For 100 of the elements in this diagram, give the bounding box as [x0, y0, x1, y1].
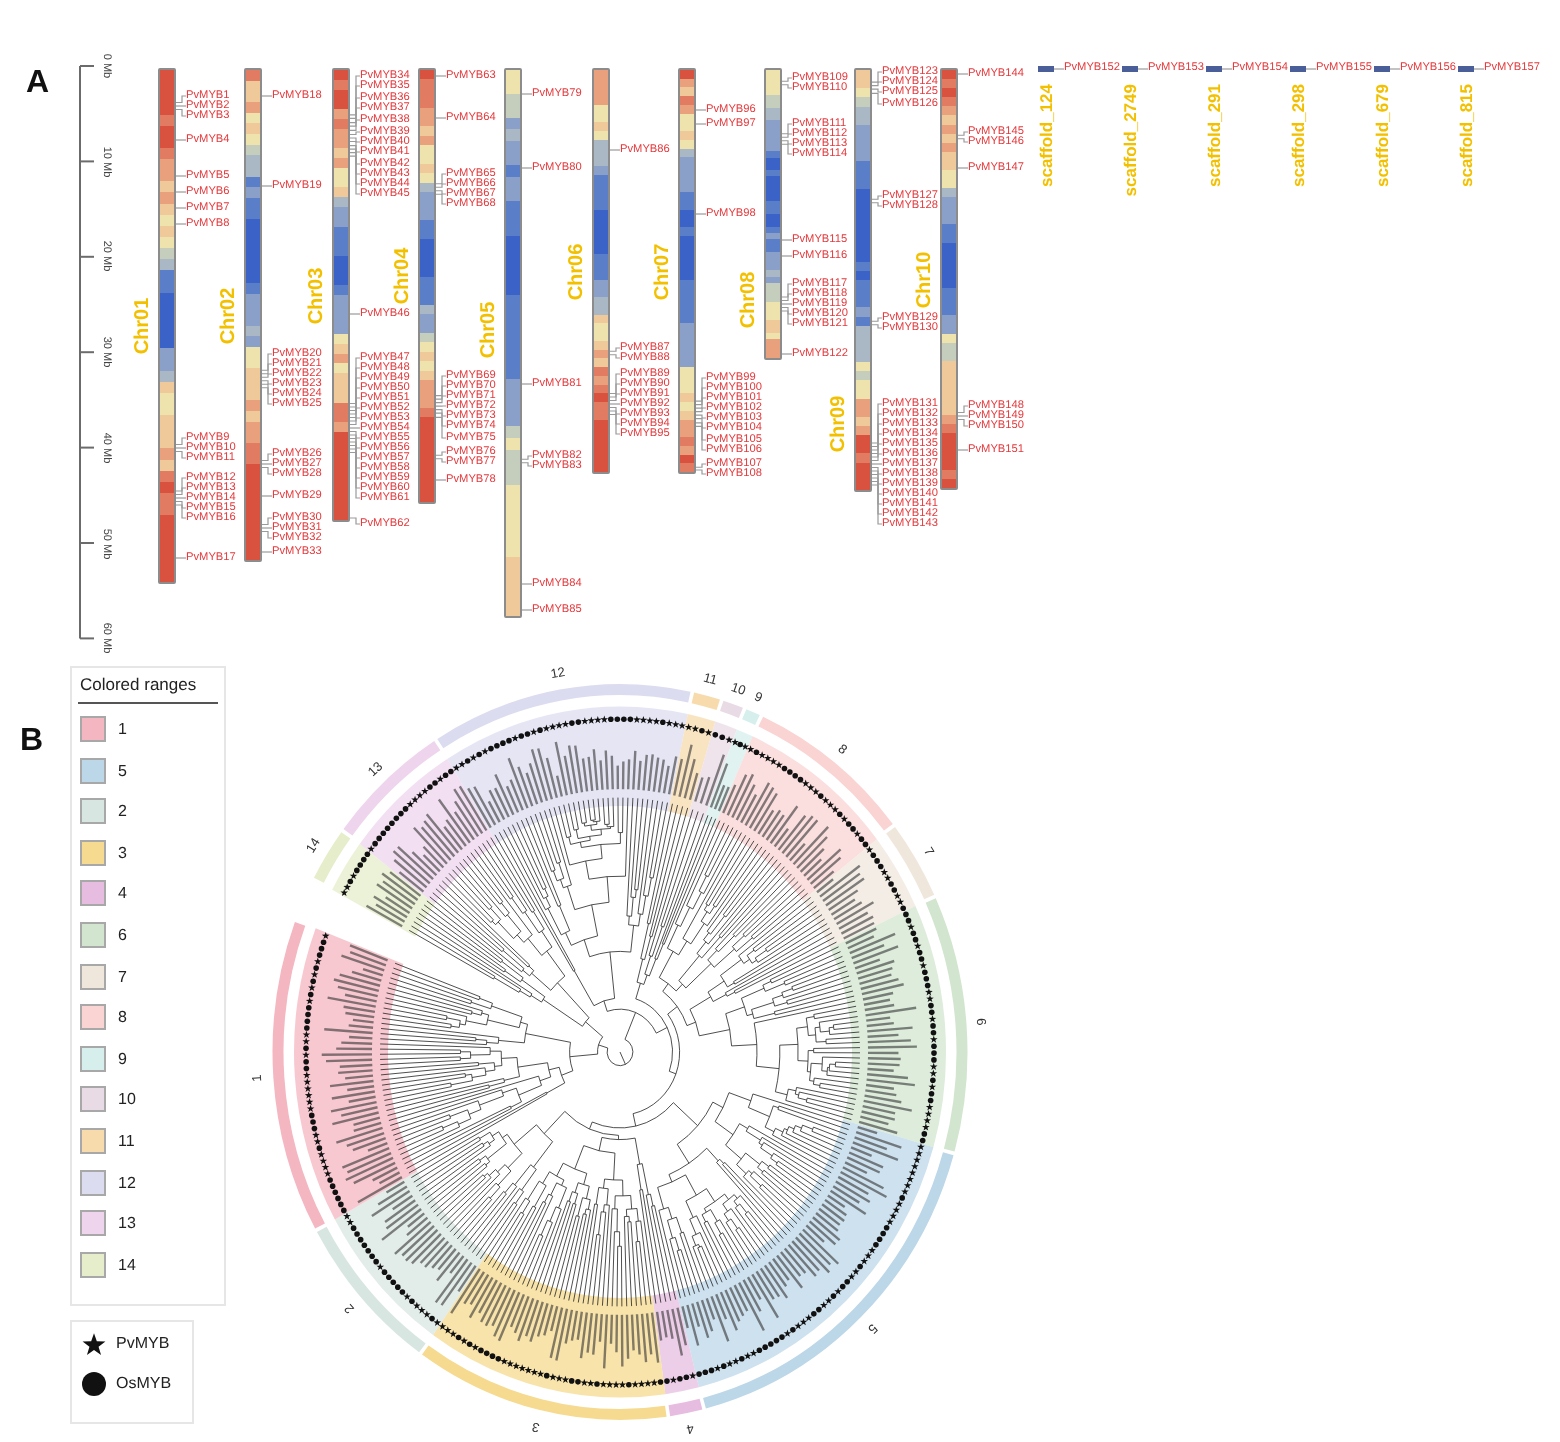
leader-line	[1389, 68, 1401, 70]
leader-line	[871, 433, 883, 455]
scaffold-label: scaffold_815	[1458, 84, 1474, 187]
leader-line	[609, 403, 621, 405]
leader-line	[349, 152, 361, 185]
leader-line	[435, 412, 447, 427]
leader-line	[695, 417, 707, 429]
legend-label: 12	[118, 1171, 136, 1194]
leader-line	[695, 469, 707, 475]
leader-line	[435, 173, 447, 185]
legend-label: 10	[118, 1088, 136, 1111]
leader-line	[349, 427, 361, 429]
legend-label: 7	[118, 965, 127, 988]
leader-line	[1305, 68, 1317, 70]
leader-line	[435, 409, 447, 417]
leader-line	[609, 393, 621, 402]
leader-line	[349, 119, 361, 131]
leader-line	[435, 405, 447, 407]
leader-line	[261, 527, 273, 529]
leader-line	[781, 143, 793, 155]
leader-line	[349, 97, 361, 124]
leader-line	[435, 451, 447, 456]
chromosome-label: Chr03	[308, 266, 328, 324]
leader-line	[435, 458, 447, 463]
leader-line	[871, 477, 883, 505]
leader-line	[781, 310, 793, 325]
leader-line	[261, 530, 273, 539]
leader-line	[695, 109, 707, 111]
leader-line	[261, 463, 273, 465]
leader-line	[695, 387, 707, 406]
leader-line	[349, 145, 361, 165]
legend-label: 4	[118, 882, 127, 905]
leader-line	[871, 443, 883, 458]
legend-label: 6	[118, 924, 127, 946]
leader-line	[871, 470, 883, 485]
leader-line	[175, 450, 187, 459]
leader-line	[609, 347, 621, 352]
legend-label: 11	[118, 1130, 135, 1152]
leader-line	[957, 415, 969, 417]
leader-line	[349, 140, 361, 153]
leader-line	[521, 462, 533, 467]
leader-line	[435, 385, 447, 400]
leader-line	[261, 363, 273, 375]
legend-label: 9	[118, 1047, 127, 1070]
leader-line	[1137, 68, 1149, 70]
legend-label: 2	[118, 800, 127, 823]
leader-line	[781, 353, 793, 355]
leader-line	[435, 183, 447, 188]
leader-line	[781, 255, 793, 257]
leader-line	[871, 473, 883, 495]
leader-line	[349, 444, 361, 479]
leader-line	[349, 448, 361, 489]
leader-line	[781, 123, 793, 135]
leader-line	[175, 487, 187, 496]
leader-line	[175, 557, 187, 559]
leader-line	[871, 88, 883, 93]
leader-line	[521, 455, 533, 460]
leader-line	[175, 105, 187, 107]
leader-line	[261, 353, 273, 371]
leader-line	[781, 303, 793, 305]
scaffold-label: scaffold_291	[1206, 84, 1222, 187]
leader-line	[349, 313, 361, 315]
leader-line	[261, 495, 273, 497]
leader-line	[871, 324, 883, 329]
leader-line	[871, 480, 883, 515]
leader-line	[521, 609, 533, 611]
leader-line	[781, 133, 793, 138]
chromosome-label: Chr09	[830, 395, 850, 453]
leader-line	[349, 148, 361, 175]
chromosome-label: Chr05	[480, 301, 500, 359]
leader-line	[609, 354, 621, 359]
leader-line	[349, 137, 361, 143]
leader-line	[871, 453, 883, 462]
leader-line	[349, 434, 361, 449]
leader-line	[261, 380, 273, 385]
leader-line	[435, 416, 447, 439]
leader-line	[521, 583, 533, 585]
leader-line	[781, 283, 793, 298]
leader-line	[957, 418, 969, 427]
leader-line	[871, 463, 883, 465]
leader-line	[349, 357, 361, 405]
leader-line	[695, 425, 707, 451]
legend-label: 14	[118, 1253, 136, 1276]
leader-line	[175, 497, 187, 499]
chromosome-label: Chr02	[220, 286, 240, 344]
leader-line	[871, 413, 883, 448]
leader-line	[871, 81, 883, 87]
leader-line	[175, 437, 187, 446]
chromosome-label: Chr07	[654, 242, 674, 300]
leader-line	[261, 95, 273, 97]
scaffold-label: scaffold_124	[1038, 84, 1054, 187]
leader-line	[1053, 68, 1065, 70]
panel-label: B	[20, 724, 44, 760]
legend-label: 3	[118, 841, 127, 864]
leader-line	[781, 293, 793, 302]
leader-line	[349, 441, 361, 469]
leader-line	[175, 139, 187, 141]
leader-line	[349, 131, 361, 136]
leader-line	[871, 92, 883, 105]
leader-line	[695, 397, 707, 409]
